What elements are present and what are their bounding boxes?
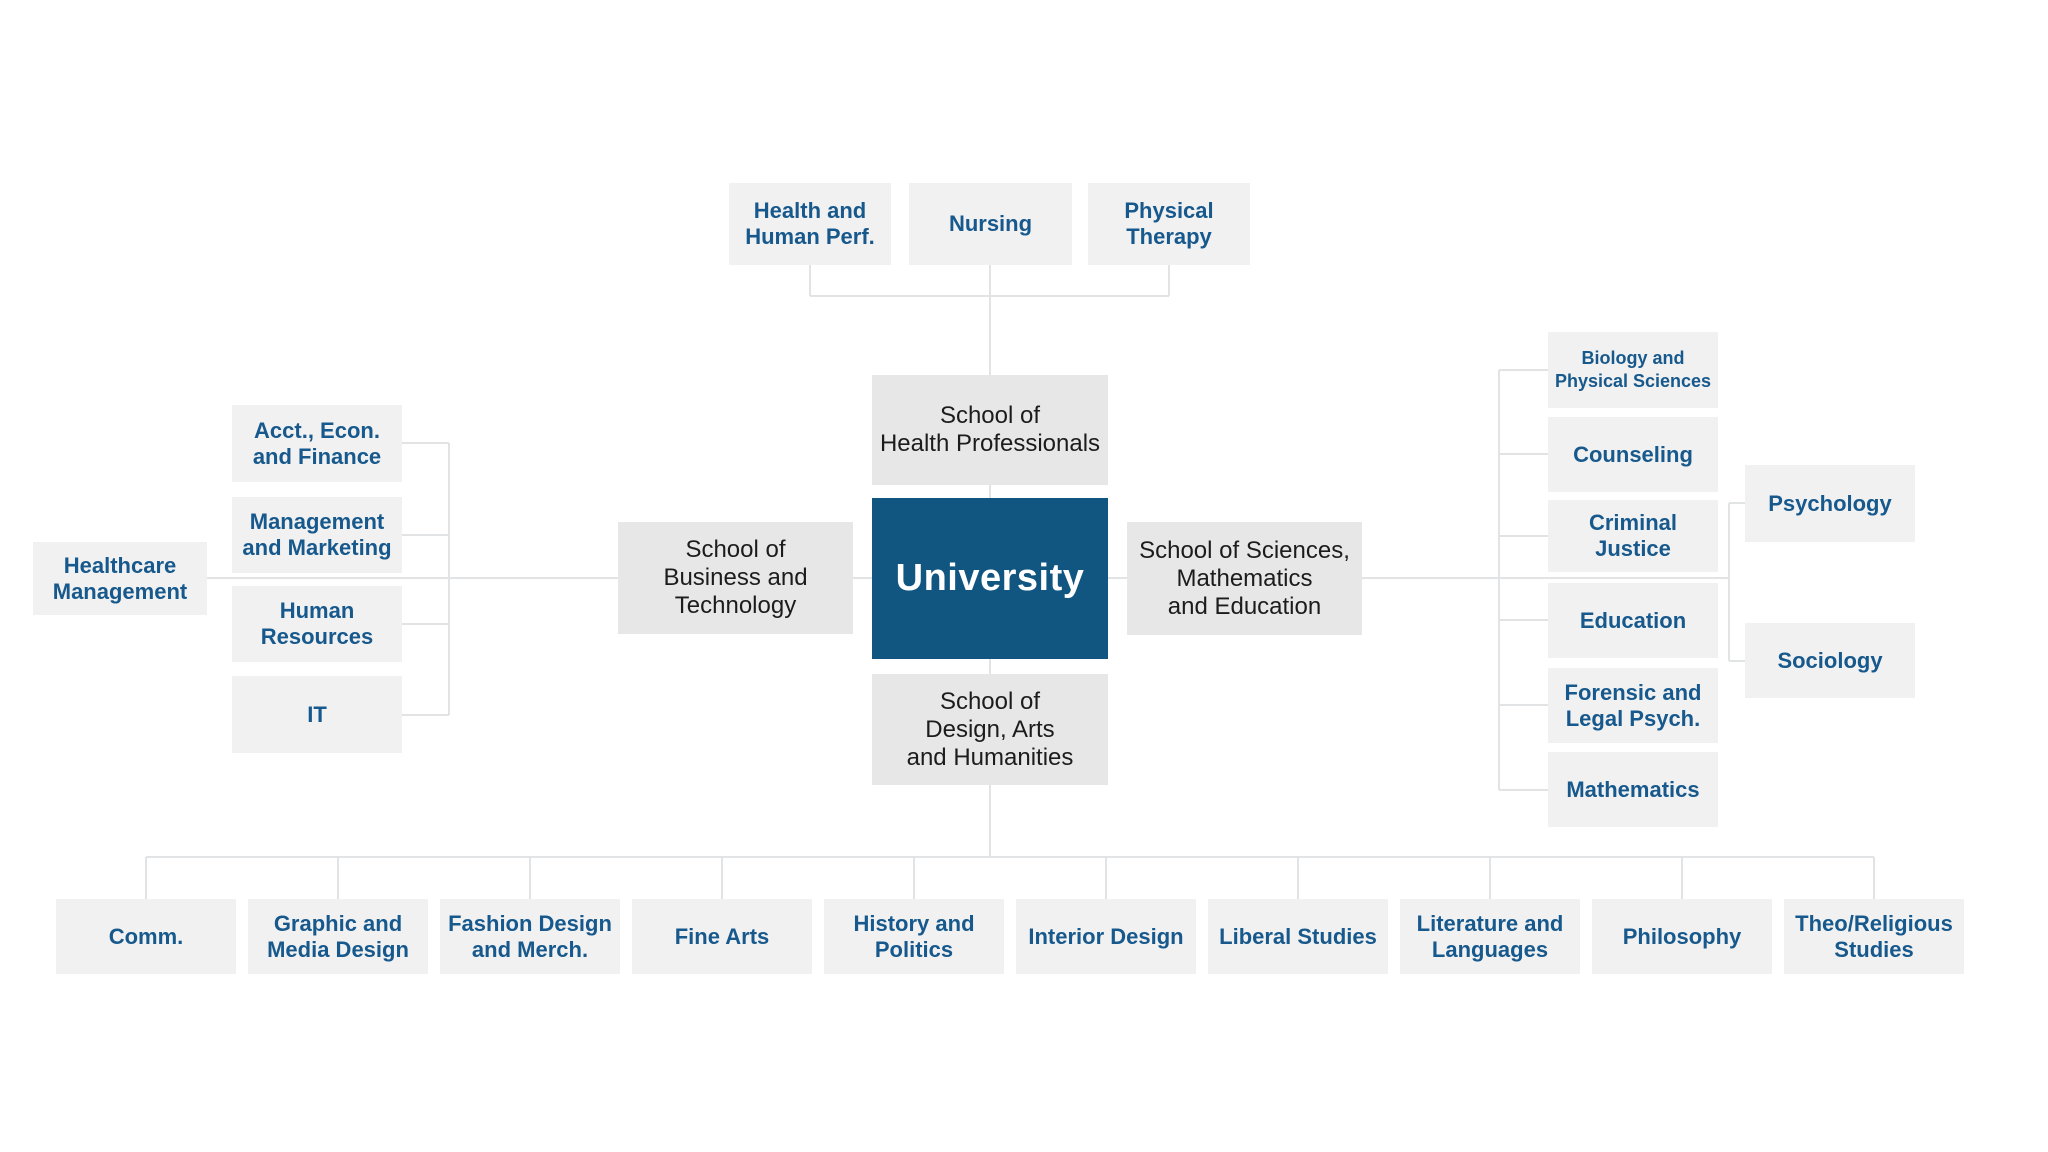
dept-theo-religious-studies: Theo/Religious Studies [1784,899,1964,974]
node-school-sciences-math-education: School of Sciences, Mathematics and Educ… [1127,522,1362,635]
dept-literature-languages: Literature and Languages [1400,899,1580,974]
dept-graphic-media-design: Graphic and Media Design [248,899,428,974]
dept-interior-design: Interior Design [1016,899,1196,974]
node-university: University [872,498,1108,659]
dept-nursing: Nursing [909,183,1072,265]
dept-health-human-perf: Health and Human Perf. [729,183,891,265]
dept-philosophy: Philosophy [1592,899,1772,974]
node-school-business-technology: School of Business and Technology [618,522,853,634]
dept-education: Education [1548,583,1718,658]
dept-physical-therapy: Physical Therapy [1088,183,1250,265]
dept-counseling: Counseling [1548,417,1718,492]
dept-management-marketing: Management and Marketing [232,497,402,573]
dept-fine-arts: Fine Arts [632,899,812,974]
dept-fashion-design-merch: Fashion Design and Merch. [440,899,620,974]
dept-sociology: Sociology [1745,623,1915,698]
dept-psychology: Psychology [1745,465,1915,542]
dept-human-resources: Human Resources [232,586,402,662]
dept-acct-econ-finance: Acct., Econ. and Finance [232,405,402,482]
dept-mathematics: Mathematics [1548,752,1718,827]
node-school-health-professionals: School of Health Professionals [872,375,1108,485]
dept-biology-physical-sciences: Biology and Physical Sciences [1548,332,1718,408]
dept-forensic-legal-psych: Forensic and Legal Psych. [1548,668,1718,743]
dept-criminal-justice: Criminal Justice [1548,500,1718,572]
node-school-design-arts-humanities: School of Design, Arts and Humanities [872,674,1108,785]
dept-comm: Comm. [56,899,236,974]
dept-liberal-studies: Liberal Studies [1208,899,1388,974]
dept-history-politics: History and Politics [824,899,1004,974]
dept-it: IT [232,676,402,753]
dept-healthcare-management: Healthcare Management [33,542,207,615]
